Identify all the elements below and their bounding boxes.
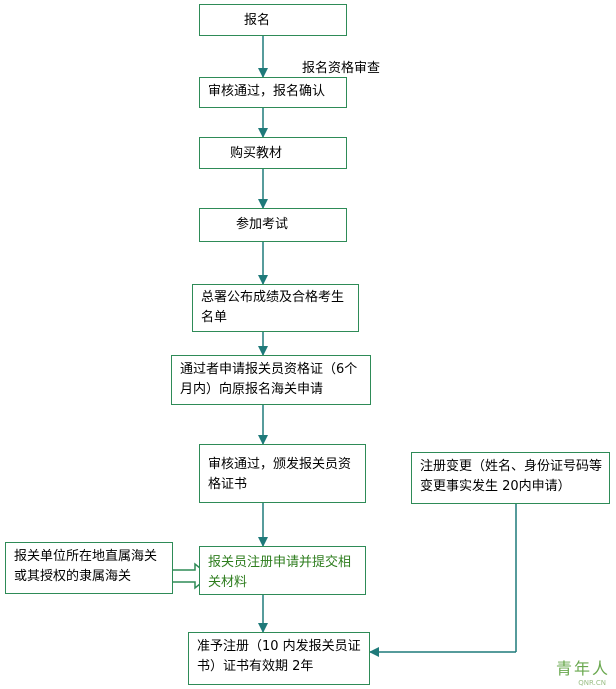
step-buy-materials: 购买教材: [199, 137, 347, 169]
step-issue-certificate-text: 审核通过，颁发报关员资格证书: [208, 457, 352, 492]
side-registration-change: 注册变更（姓名、身份证号码等变更事实发生 20内申请）: [411, 452, 610, 504]
step-results-text: 总署公布成绩及合格考生名单: [201, 290, 345, 325]
step-issue-certificate: 审核通过，颁发报关员资格证书: [199, 444, 366, 503]
side-customs-office: 报关单位所在地直属海关或其授权的隶属海关: [5, 542, 173, 594]
step-results: 总署公布成绩及合格考生名单: [192, 284, 359, 332]
step-registration-application-text: 报关员注册申请并提交相关材料: [208, 555, 352, 590]
watermark-sub: QNR.CN: [578, 679, 606, 687]
step-apply-certificate: 通过者申请报关员资格证（6个月内）向原报名海关申请: [171, 355, 371, 405]
step-confirm-text: 审核通过，报名确认: [208, 84, 326, 99]
step-registration-application: 报关员注册申请并提交相关材料: [199, 546, 366, 595]
step-buy-materials-text: 购买教材: [230, 146, 283, 161]
step-exam-text: 参加考试: [236, 217, 289, 232]
step-approved-registration: 准予注册（10 内发报关员证书）证书有效期 2年: [188, 632, 370, 685]
side-customs-office-text: 报关单位所在地直属海关或其授权的隶属海关: [14, 549, 158, 584]
watermark-logo: 青年人: [555, 659, 610, 678]
step-register-note: 报名资格审查: [302, 61, 381, 76]
step-confirm: 审核通过，报名确认: [199, 77, 347, 108]
step-apply-certificate-text: 通过者申请报关员资格证（6个月内）向原报名海关申请: [180, 362, 358, 397]
step-register: 报名: [199, 4, 347, 36]
step-approved-registration-text: 准予注册（10 内发报关员证书）证书有效期 2年: [197, 639, 361, 674]
step-exam: 参加考试: [199, 208, 347, 242]
side-registration-change-text: 注册变更（姓名、身份证号码等变更事实发生 20内申请）: [420, 459, 603, 494]
step-register-text: 报名: [244, 13, 271, 28]
